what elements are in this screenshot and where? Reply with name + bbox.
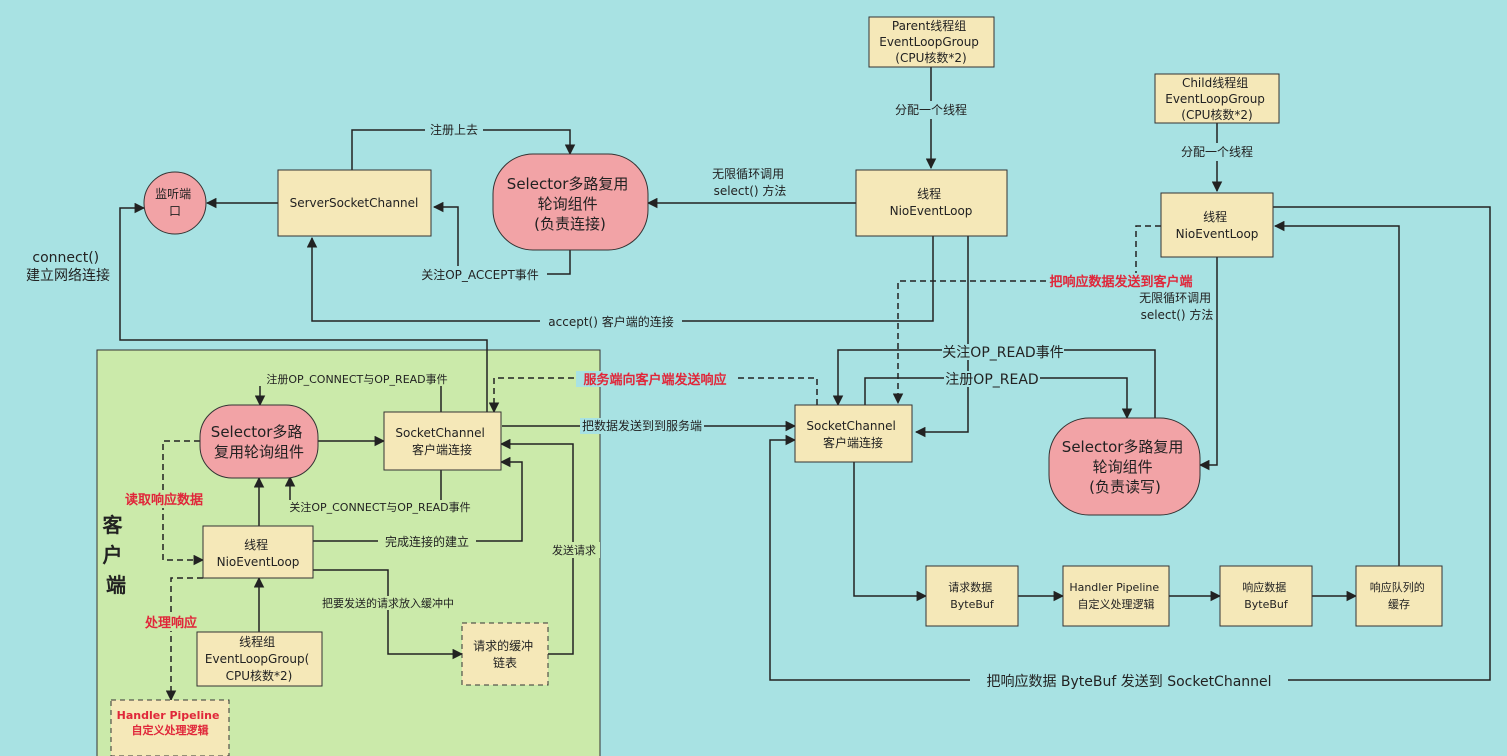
svg-text:SocketChannel 客户端连接: SocketChannel 客户端连接 (806, 419, 899, 450)
svg-text:Selector多路复用 轮询组件 (负责连: Selector多路复用 轮询组件 (负责连接) (507, 175, 633, 233)
listen-port (143, 171, 207, 235)
server-socket-channel (277, 169, 432, 237)
label-infinite-loop: 无限循环调用 select() 方法 (712, 167, 788, 198)
svg-text:请求数据 ByteBuf: 请求数据 ByteBuf (948, 580, 996, 611)
request-bytebuf (925, 565, 1019, 627)
svg-text:Handler Pipeline 自定义处理逻辑: Handler Pipeline 自定义处理逻辑 (117, 709, 224, 737)
client-socket-channel (383, 411, 502, 471)
svg-text:监听端 口: 监听端 口 (155, 187, 195, 218)
client-region (96, 349, 601, 756)
svg-text:线程 NioEventLoop: 线程 NioEventLoop (217, 537, 300, 569)
label-accept: accept() 客户端的连接 (548, 314, 673, 329)
svg-text:请求的缓冲 链表: 请求的缓冲 链表 (473, 638, 537, 670)
label-send-to-server: 把数据发送到到服务端 (582, 418, 702, 433)
parent-nio-event-loop (855, 169, 1008, 237)
svg-text:Handler Pipeline 自定义处理逻辑: Handler Pipeline 自定义处理逻辑 (1069, 581, 1162, 611)
label-send-bytebuf-to-socket-channel: 把响应数据 ByteBuf 发送到 SocketChannel (986, 673, 1271, 690)
label-register: 注册上去 (430, 122, 478, 137)
label-op-accept: 关注OP_ACCEPT事件 (421, 267, 539, 282)
child-nio-event-loop (1160, 192, 1274, 258)
label-send-request: 发送请求 (552, 543, 596, 557)
label-assign-thread: 分配一个线程 (895, 102, 967, 117)
label-read-response: 读取响应数据 (125, 492, 203, 508)
response-bytebuf (1219, 565, 1313, 627)
svg-text:Parent线程组 EventLoopGroup: Parent线程组 EventLoopGroup (CPU核数*2) (879, 18, 983, 65)
client-selector (199, 404, 319, 479)
client-nio-event-loop (202, 525, 314, 579)
client-handler-pipeline (110, 699, 230, 756)
svg-text:线程组 EventLoopGroup( CP: 线程组 EventLoopGroup( CPU核数*2) (205, 634, 313, 683)
label-server-sends-response: 服务端向客户端发送响应 (583, 372, 726, 388)
label-op-read-register: 注册OP_READ (945, 372, 1038, 388)
svg-text:线程 NioEventLoop: 线程 NioEventLoop (890, 186, 973, 218)
svg-text:SocketChannel 客户端连接: SocketChannel 客户端连接 (395, 426, 488, 457)
parent-event-loop-group (868, 16, 995, 68)
svg-text:Selector多路复用 轮询组件 (负责读: Selector多路复用 轮询组件 (负责读写) (1062, 438, 1188, 496)
label-client-region: 客 户 端 (102, 513, 130, 597)
label-put-in-buffer: 把要发送的请求放入缓冲中 (322, 596, 454, 610)
svg-text:ServerSocketChannel: ServerSocketChannel (290, 196, 419, 210)
label-infinite-loop-child: 无限循环调用 select() 方法 (1139, 291, 1215, 322)
label-send-response-to-client: 把响应数据发送到客户端 (1049, 274, 1192, 290)
svg-text:线程 NioEventLoop: 线程 NioEventLoop (1176, 209, 1259, 241)
response-queue-cache (1355, 565, 1443, 627)
svg-text:Child线程组 EventLoopGroup: Child线程组 EventLoopGroup (CPU核数*2) (1165, 75, 1269, 122)
selector-connection (492, 153, 649, 251)
child-event-loop-group (1154, 73, 1280, 124)
label-assign-thread-child: 分配一个线程 (1181, 144, 1253, 159)
svg-text:Selector多路 复用轮询组件: Selector多路 复用轮询组件 (211, 423, 307, 461)
server-socket-channel-client-conn (794, 404, 913, 463)
label-handle-response: 处理响应 (144, 615, 197, 631)
label-connect: connect() 建立网络连接 (26, 250, 110, 284)
server-handler-pipeline (1062, 565, 1170, 627)
label-complete-connection: 完成连接的建立 (385, 534, 469, 549)
svg-text:响应数据 ByteBuf: 响应数据 ByteBuf (1242, 580, 1290, 611)
label-focus-connect-read: 关注OP_CONNECT与OP_READ事件 (289, 500, 470, 514)
label-register-connect-read: 注册OP_CONNECT与OP_READ事件 (266, 372, 447, 386)
svg-text:响应队列的 缓存: 响应队列的 缓存 (1370, 580, 1429, 611)
client-request-buffer (461, 622, 549, 686)
selector-read-write (1048, 417, 1201, 516)
client-event-loop-group (196, 631, 323, 687)
label-op-read-focus: 关注OP_READ事件 (942, 345, 1063, 361)
